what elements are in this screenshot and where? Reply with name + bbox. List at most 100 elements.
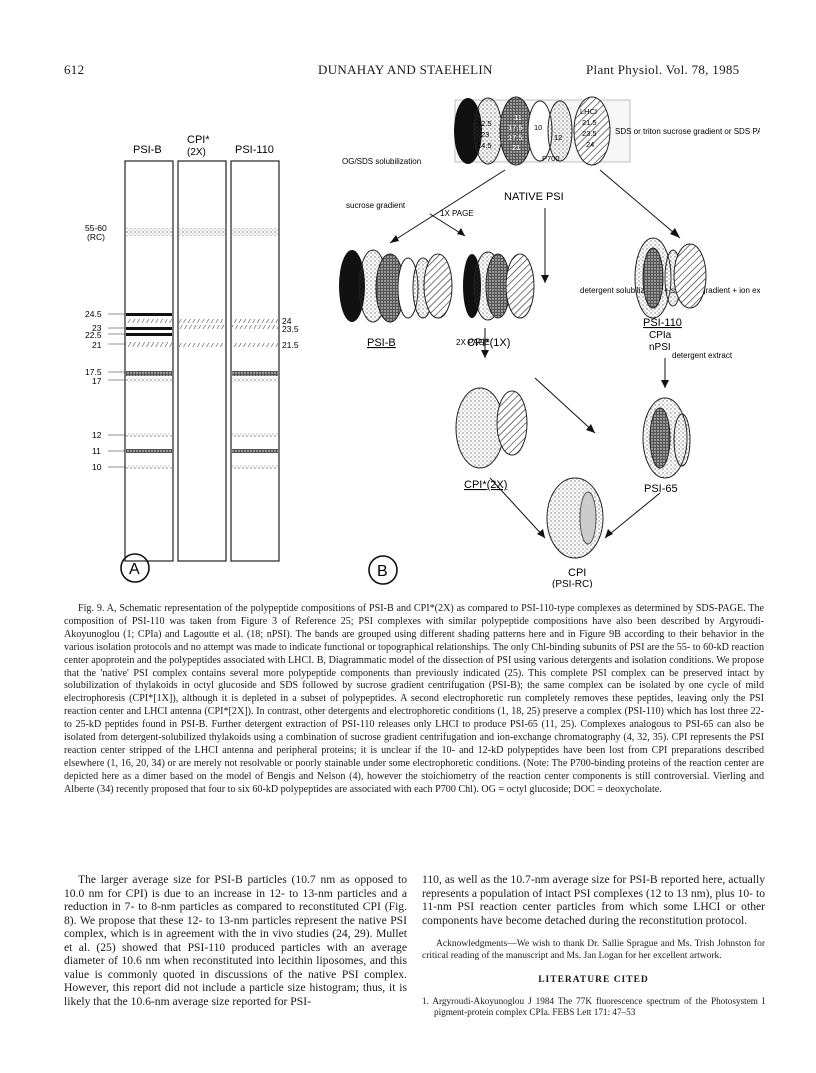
band-10 [126,465,172,469]
subunit-label: 24 [586,140,594,149]
cpi-1x-complex [463,251,535,321]
band-17 [232,378,278,382]
subunit-label: 21.5 [582,118,597,127]
band-12 [126,433,172,437]
mw-label: 17 [92,376,102,386]
step-sucrose: sucrose gradient [346,201,406,210]
dissection-diagram: 22.5 23 24.5 11 17.5 17.5 21 10 12 LHCI … [339,96,816,590]
band-23 [126,327,172,330]
subunit-label: 21 [512,143,520,152]
lane-psi110 [230,160,280,562]
mw-label: 21 [92,340,102,350]
band-10 [232,465,278,469]
band-24-5 [126,313,172,316]
psi65-complex [642,397,691,479]
label-psi65: PSI-65 [644,483,678,495]
step-detergent-extract: detergent extract [672,351,733,360]
step-1x-page: 1X PAGE [440,209,474,218]
panel-a-letter: A [129,561,140,578]
band-17-5 [126,371,172,376]
reference-item: 1. Argyroudi-Akoyunoglou J 1984 The 77K … [422,995,765,1018]
psi110-complex [634,237,707,319]
mw-label: 10 [92,462,102,472]
band-17-5 [232,371,278,376]
panel-b-badge [368,555,398,585]
native-psi-complex [454,96,611,166]
band-rc [126,228,172,236]
subunit-label: 24.5 [477,141,492,150]
band-23-5 [179,325,225,329]
band-23-5 [232,325,278,329]
subunit-label: 10 [534,123,542,132]
band-21 [126,342,172,347]
step-og-sds: OG/SDS solubilization [342,157,421,166]
lane-title-psib: PSI-B [133,144,162,156]
journal-citation: Plant Physiol. Vol. 78, 1985 [586,62,740,77]
label-psib: PSI-B [367,337,396,349]
running-title: DUNAHAY AND STAEHELIN [318,62,493,77]
figure-panel-a: PSI-B CPI* (2X) PSI-110 55-60 [70,134,320,595]
mw-label: 21.5 [282,340,299,350]
label-cpi-1x: CPI*(1X) [467,337,510,349]
literature-heading: LITERATURE CITED [538,975,649,985]
label-npsi: nPSI [649,342,671,353]
mw-label: (RC) [87,232,105,242]
mw-label: 17.5 [85,367,102,377]
figure-panel-b: 22.5 23 24.5 11 17.5 17.5 21 10 12 LHCI … [330,88,816,590]
band-11 [126,449,172,453]
flow-arrows [389,169,681,539]
subunit-label: 12 [554,133,562,142]
subunit-label: 11 [514,113,522,122]
label-psirc: (PSI-RC) [552,579,593,588]
band-21-5 [179,343,225,347]
label-cpi: CPI [568,567,586,579]
p700-label: P700 [542,154,560,163]
mw-label: 24 [282,316,292,326]
subunit-label: 23.5 [582,129,597,138]
band-rc [179,228,225,236]
lane-psib [124,160,174,562]
band-24 [179,319,225,323]
cpi-complex [546,477,604,559]
mw-label: 23.5 [282,324,299,334]
mw-label: 11 [92,446,101,456]
subunit-label: 17.5 [508,123,523,132]
left-column: The larger average size for PSI-B partic… [64,873,407,1008]
mw-label: 12 [92,430,102,440]
lane-cpi2x [177,160,227,562]
subunit-label: 23 [481,130,489,139]
band-17 [126,378,172,382]
cpi-2x-complex [455,387,528,469]
acknowledgments: Acknowledgments—We wish to thank Dr. Sal… [422,939,765,961]
step-2x-page: 2X PAGE [456,338,490,347]
lane-title-psi110: PSI-110 [235,144,274,156]
paragraph: 110, as well as the 10.7-nm average size… [422,873,765,927]
band-22-5 [126,333,172,336]
subunit-label: LHCI [580,107,597,116]
mw-label: 23 [92,323,102,333]
psib-complex [339,249,453,323]
mw-label: 55-60 [85,223,107,233]
band-24 [232,319,278,323]
figure-caption: Fig. 9. A, Schematic representation of t… [64,603,764,795]
lane-subtitle-cpi: (2X) [187,147,206,158]
band-24 [126,319,172,323]
label-cpia: CPIa [649,330,672,341]
subunit-label: 22.5 [477,119,492,128]
band-11 [232,449,278,453]
band-rc [232,228,278,236]
band-12 [232,433,278,437]
gel-lanes-diagram: PSI-B CPI* (2X) PSI-110 55-60 [85,134,299,583]
paragraph: The larger average size for PSI-B partic… [64,873,407,1008]
lane-title-cpi: CPI* [187,135,210,146]
band-21-5 [232,343,278,347]
panel-a-badge [120,553,150,583]
step-sds-triton: SDS or triton sucrose gradient or SDS PA… [615,127,760,136]
mw-label: 22.5 [85,330,102,340]
native-psi-label: NATIVE PSI [504,191,564,203]
right-column: 110, as well as the 10.7-nm average size… [422,873,765,1019]
subunit-label: 17.5 [508,133,523,142]
page-number: 612 [64,62,85,77]
mw-label: 24.5 [85,309,102,319]
label-cpi-2x: CPI*(2X) [464,479,507,491]
